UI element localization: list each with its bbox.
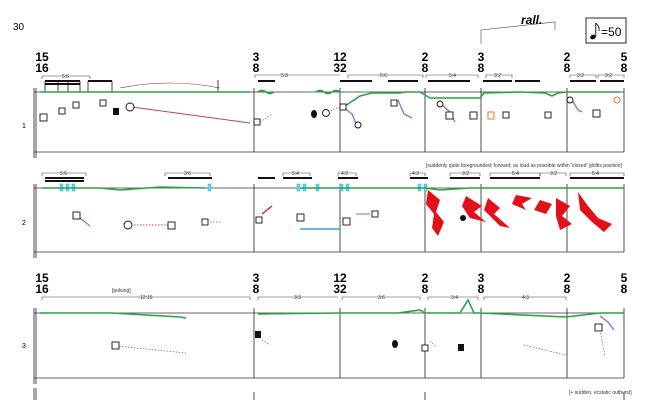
time-signature: 28 (564, 271, 571, 296)
svg-text:5: 5 (621, 271, 628, 285)
svg-text:16: 16 (35, 61, 49, 75)
svg-text:8: 8 (478, 61, 485, 75)
rhythm-beams-2 (45, 177, 624, 182)
performance-direction: [pulsing] (112, 288, 131, 294)
svg-text:3:4: 3:4 (451, 295, 458, 301)
system-2: [suddenly quite foregrounded; forward; a… (22, 163, 625, 258)
svg-text:3:2: 3:2 (494, 73, 501, 79)
svg-text:5:4: 5:4 (449, 73, 456, 79)
svg-text:8: 8 (253, 61, 260, 75)
svg-text:3: 3 (253, 271, 260, 285)
svg-text:2: 2 (564, 50, 571, 64)
svg-text:3:6: 3:6 (184, 171, 191, 177)
svg-text:2: 2 (422, 50, 429, 64)
time-signature: 38 (478, 271, 485, 296)
eighth-note-icon (590, 22, 600, 40)
svg-text:32: 32 (333, 61, 347, 75)
svg-text:5:6: 5:6 (62, 74, 69, 80)
system-label: 2 (22, 220, 26, 227)
time-signature: 28 (422, 271, 429, 296)
pitch-contour (42, 186, 206, 191)
time-signature: 28 (564, 50, 571, 75)
end-direction: [+ sudden, ecstatic outburst] (569, 390, 632, 396)
system-label: 3 (22, 343, 26, 350)
svg-text:5:6: 5:6 (60, 171, 67, 177)
tuplet-brackets-1: 5:6 5:3 5:6 5:4 3:2 3:2 3:2 (41, 73, 625, 80)
svg-text:3:2: 3:2 (577, 73, 584, 79)
svg-text:2: 2 (422, 271, 429, 285)
tempo-marking: rall. =50 (480, 13, 627, 44)
svg-text:3:3: 3:3 (294, 295, 301, 301)
svg-text:8: 8 (253, 282, 260, 296)
svg-text:8: 8 (621, 282, 628, 296)
svg-text:12: 12 (333, 50, 347, 64)
system-label: 1 (22, 123, 26, 130)
time-signature: 58 (621, 271, 628, 296)
svg-text:5: 5 (621, 50, 628, 64)
svg-text:3:2: 3:2 (462, 171, 469, 177)
time-signature: 38 (253, 50, 260, 75)
pitch-contour (40, 312, 187, 319)
svg-text:8: 8 (564, 282, 571, 296)
noteheads-3 (111, 323, 603, 352)
svg-text:8: 8 (422, 61, 429, 75)
svg-text:5:4: 5:4 (592, 171, 599, 177)
svg-text:4:3: 4:3 (341, 171, 348, 177)
noteheads-2 (72, 210, 466, 230)
svg-text:32: 32 (333, 282, 347, 296)
svg-text:5:4: 5:4 (292, 171, 299, 177)
svg-text:5:6: 5:6 (380, 73, 387, 79)
svg-text:3:2: 3:2 (605, 73, 612, 79)
performance-direction: [suddenly quite foregrounded; forward; a… (426, 163, 623, 169)
time-signature: 28 (422, 50, 429, 75)
svg-text:3:6: 3:6 (378, 295, 385, 301)
noteheads-1 (39, 96, 621, 129)
svg-text:3: 3 (478, 50, 485, 64)
svg-text:5:3: 5:3 (281, 73, 288, 79)
svg-text:3: 3 (478, 271, 485, 285)
svg-text:12:15: 12:15 (140, 295, 153, 301)
time-signature: 38 (253, 271, 260, 296)
cyan-marks (59, 183, 428, 230)
tuplet-brackets-2: 5:6 3:6 5:4 4:3 4:3 3:2 5:4 3:2 5:4 (41, 171, 625, 177)
svg-text:8: 8 (621, 61, 628, 75)
tuplet-brackets-3: 12:15 3:3 3:6 3:4 4:3 (41, 295, 567, 301)
svg-text:5:4: 5:4 (512, 171, 519, 177)
svg-text:8: 8 (478, 282, 485, 296)
barlines-3 (253, 308, 625, 378)
svg-text:12: 12 (333, 271, 347, 285)
page-number: 30 (13, 22, 25, 33)
metronome-value: =50 (601, 25, 622, 39)
rall-text: rall. (521, 13, 542, 27)
svg-text:2: 2 (564, 271, 571, 285)
svg-text:16: 16 (35, 282, 49, 296)
svg-text:8: 8 (564, 61, 571, 75)
time-signature: 38 (478, 50, 485, 75)
svg-text:3: 3 (253, 50, 260, 64)
svg-text:15: 15 (35, 271, 49, 285)
svg-text:4:3: 4:3 (522, 295, 529, 301)
svg-text:15: 15 (35, 50, 49, 64)
svg-text:3:2: 3:2 (550, 171, 557, 177)
svg-text:8: 8 (422, 282, 429, 296)
red-glottal-marks (79, 190, 612, 236)
time-signature: 58 (621, 50, 628, 75)
rhythm-beams-1 (44, 80, 624, 92)
svg-text:4:3: 4:3 (412, 171, 419, 177)
